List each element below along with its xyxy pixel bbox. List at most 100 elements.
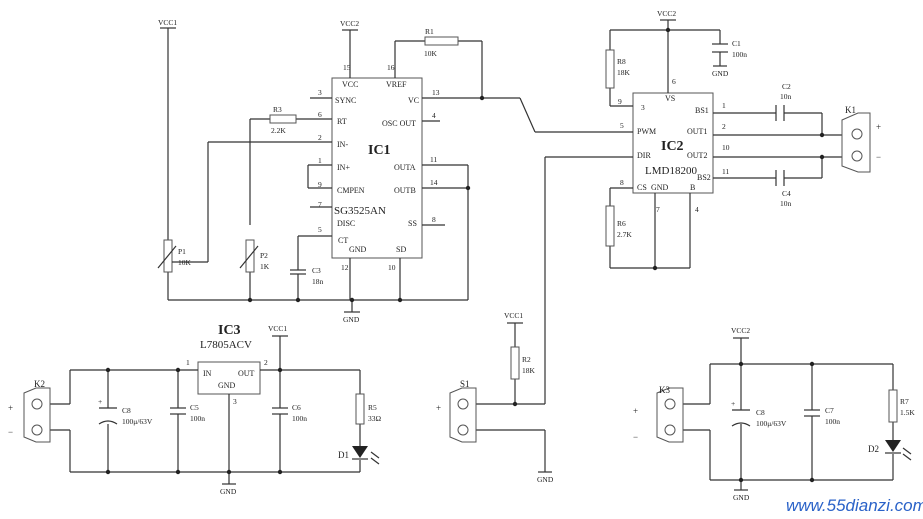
ic3-body <box>197 361 261 395</box>
c5-value: 100n <box>190 414 205 423</box>
gnd-label-s1: GND <box>537 475 554 484</box>
ic2-pin-num-1: 1 <box>722 101 726 110</box>
s1-plus: + <box>436 403 441 413</box>
ic3-pin-num-2: 2 <box>264 358 268 367</box>
ic2-pin-dir: DIR <box>637 151 651 160</box>
ic2-part-number: LMD18200 <box>645 165 697 177</box>
c3-ref: C3 <box>312 266 321 275</box>
ic2-pin-num-7: 7 <box>656 205 660 214</box>
r6-value: 2.7K <box>617 230 632 239</box>
resistor-r7: R7 1.5K <box>888 389 915 423</box>
ic1-sg3525an: IC1 SG3525AN VCC VREF SYNC RT IN- IN+ CM… <box>318 63 440 272</box>
ic3-pin-out: OUT <box>238 369 255 378</box>
resistor-r5: R5 33Ω <box>355 393 382 425</box>
r5-value: 33Ω <box>368 414 382 423</box>
ic3-name: IC3 <box>218 323 241 338</box>
k1-plus: + <box>876 122 881 132</box>
ic1-pin-num-12: 12 <box>341 263 349 272</box>
p1-ref: P1 <box>178 247 186 256</box>
k3-plus: + <box>633 406 638 416</box>
ic2-pin-vs: VS <box>665 94 675 103</box>
ic2-pin-bs2: BS2 <box>697 173 711 182</box>
capacitor-c8-right: + C8 100μ/63V <box>731 399 787 428</box>
ic1-pin-num-2: 2 <box>318 133 322 142</box>
ic1-pin-outb: OUTB <box>394 186 416 195</box>
ic2-pin-num-5: 5 <box>620 121 624 130</box>
ic2-body <box>632 92 714 194</box>
gnd-label-k3: GND <box>733 493 750 502</box>
ic1-pin-sync: SYNC <box>335 96 356 105</box>
gnd-label-ic1: GND <box>343 315 360 324</box>
capacitor-c8-left: + C8 100μ/63V <box>98 397 153 426</box>
c6-ref: C6 <box>292 403 301 412</box>
ic2-pin-b: B <box>690 183 695 192</box>
ic1-pin-num-6: 6 <box>318 110 322 119</box>
ic2-pin-out1: OUT1 <box>687 127 707 136</box>
ic1-body <box>331 77 423 259</box>
c8-right-value: 100μ/63V <box>756 419 787 428</box>
ic1-pin-num-7: 7 <box>318 200 322 209</box>
r1-ref: R1 <box>425 27 434 36</box>
ic1-pin-vcc: VCC <box>342 80 358 89</box>
ic3-pin-num-1: 1 <box>186 358 190 367</box>
ic3-pin-gnd: GND <box>218 381 236 390</box>
ic1-pin-num-14: 14 <box>430 178 438 187</box>
k3-section-wiring: VCC2 GND <box>683 326 894 502</box>
ic2-pin-num-4: 4 <box>695 205 699 214</box>
capacitor-c1: C1 100n <box>712 39 747 59</box>
s1-ref: S1 <box>460 379 470 389</box>
led-d2: D2 <box>868 440 912 461</box>
ic1-pin-in-minus: IN- <box>337 140 348 149</box>
vcc1-label-ic3: VCC1 <box>268 324 287 333</box>
ic2-pin-cs: CS <box>637 183 647 192</box>
p2-value: 1K <box>260 262 270 271</box>
ic2-pin-pwm: PWM <box>637 127 656 136</box>
ic1-pin-vref: VREF <box>386 80 407 89</box>
c8-right-plus: + <box>731 399 735 408</box>
ic2-pin-num-11: 11 <box>722 167 729 176</box>
gnd-label-ic3: GND <box>220 487 237 496</box>
connector-k2: K2 + − <box>8 379 51 443</box>
c2-value: 10n <box>780 92 792 101</box>
connector-k3: K3 + − <box>633 385 684 443</box>
r2-ref: R2 <box>522 355 531 364</box>
p2-ref: P2 <box>260 251 268 260</box>
c1-ref: C1 <box>732 39 741 48</box>
c7-ref: C7 <box>825 406 834 415</box>
capacitor-c7: C7 100n <box>804 406 840 426</box>
ic1-pin-cmpen: CMPEN <box>337 186 365 195</box>
ic2-name: IC2 <box>661 139 684 154</box>
c8-right-ref: C8 <box>756 408 765 417</box>
r3-value: 2.2K <box>271 126 286 135</box>
ic2-pin-gnd: GND <box>651 183 669 192</box>
resistor-r8: R8 18K <box>605 49 631 89</box>
resistor-r6: R6 2.7K <box>605 205 632 247</box>
ic1-pin-in-plus: IN+ <box>337 163 350 172</box>
r6-ref: R6 <box>617 219 626 228</box>
ic2-rails: VCC2 GND <box>657 9 729 78</box>
ic1-part-number: SG3525AN <box>334 205 386 217</box>
ic2-pin-num-3: 3 <box>641 103 645 112</box>
watermark: www.55dianzi.com <box>786 496 923 515</box>
c5-ref: C5 <box>190 403 199 412</box>
c3-value: 18n <box>312 277 324 286</box>
capacitor-c4: C4 10n <box>775 170 792 208</box>
vcc1-label-r2: VCC1 <box>504 311 523 320</box>
vcc2-label-k3: VCC2 <box>731 326 750 335</box>
r5-ref: R5 <box>368 403 377 412</box>
ic1-name: IC1 <box>368 143 391 158</box>
vcc1-label-top: VCC1 <box>158 18 177 27</box>
r8-ref: R8 <box>617 57 626 66</box>
potentiometer-p1: P1 10K <box>157 239 208 273</box>
ic1-pin-rt: RT <box>337 117 347 126</box>
k2-ref: K2 <box>34 379 45 389</box>
ic2-pin-num-8: 8 <box>620 178 624 187</box>
capacitor-c3: C3 18n <box>290 266 324 286</box>
ic1-pin-num-15: 15 <box>343 63 351 72</box>
ic2-wiring <box>544 19 842 404</box>
vcc2-label-ic1: VCC2 <box>340 19 359 28</box>
ic2-pin-num-10: 10 <box>722 143 730 152</box>
capacitor-c2: C2 10n <box>775 82 792 121</box>
c4-ref: C4 <box>782 189 791 198</box>
p1-value: 10K <box>178 258 192 267</box>
